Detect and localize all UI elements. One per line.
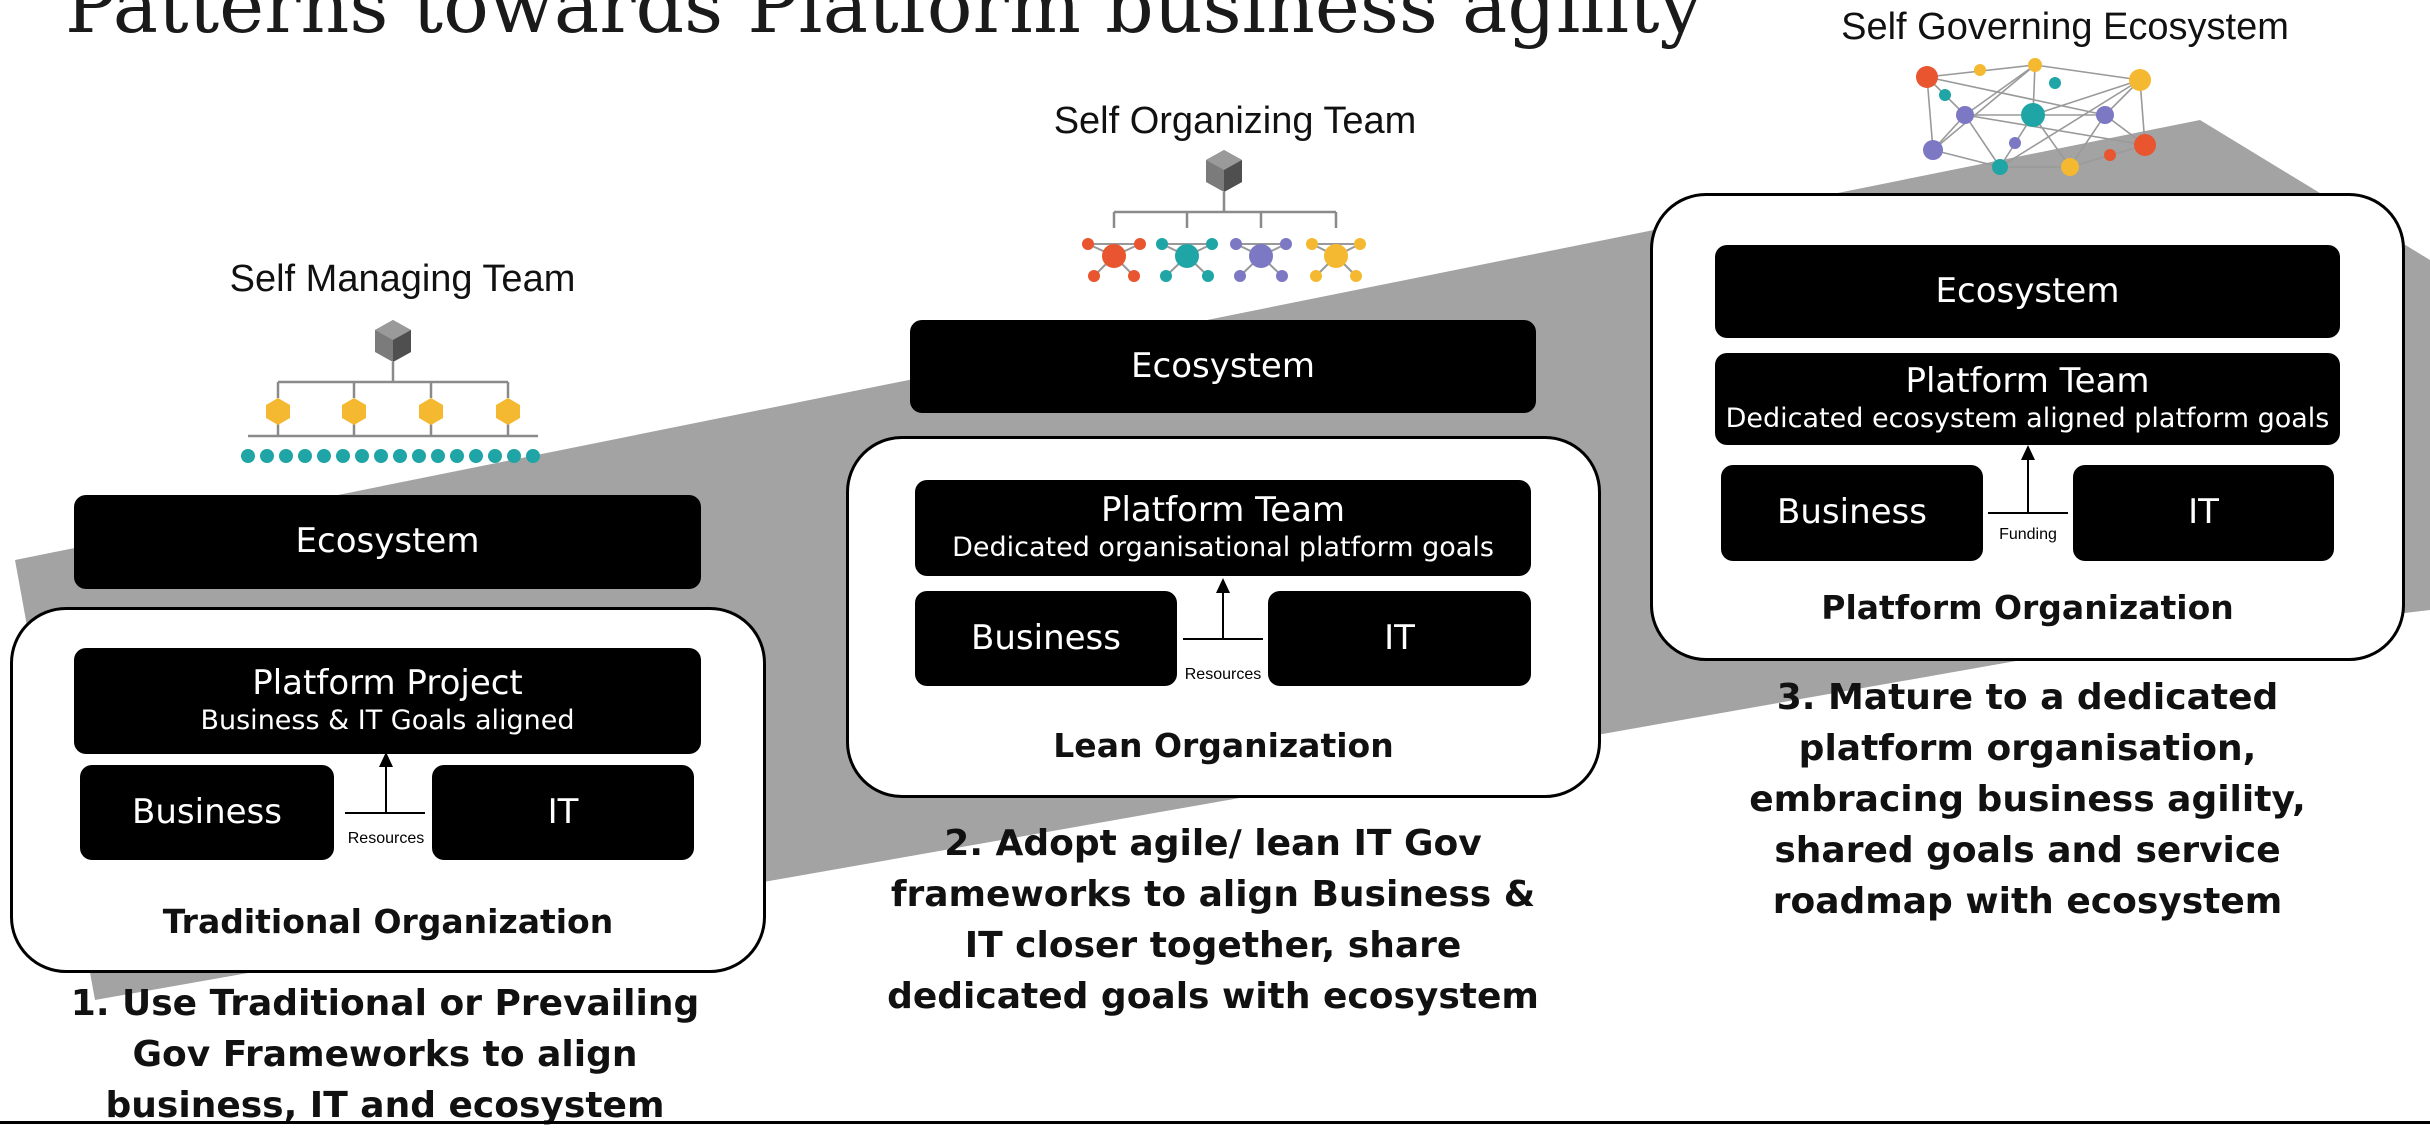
- up-arrow-icon: [379, 752, 393, 767]
- org-name: Platform Organization: [1821, 588, 2234, 627]
- ecosystem-mesh-icon: [1916, 58, 2156, 176]
- connector-line: [1988, 512, 2068, 514]
- hierarchy-tree-icon: [241, 320, 540, 463]
- connector-line: [1183, 638, 1263, 640]
- ecosystem-label: Ecosystem: [295, 521, 480, 562]
- connector-line: [345, 812, 425, 814]
- ecosystem-block: Ecosystem: [74, 495, 701, 589]
- stage-description: 3. Mature to a dedicated platform organi…: [1749, 677, 2306, 923]
- ecosystem-label: Ecosystem: [1131, 345, 1315, 386]
- stage-description: 1. Use Traditional or Prevailing Gov Fra…: [70, 983, 700, 1127]
- it-label: IT: [547, 791, 579, 832]
- business-label: Business: [132, 791, 282, 832]
- it-block: IT: [1268, 591, 1531, 686]
- ecosystem-block: Ecosystem: [1715, 245, 2340, 338]
- connector-label: Funding: [1999, 526, 2057, 543]
- connector-label: Resources: [1184, 666, 1262, 683]
- connector-stem: [1222, 590, 1224, 639]
- platform-title: Platform Project: [252, 662, 523, 703]
- platform-project-block: Platform Project Business & IT Goals ali…: [74, 648, 701, 754]
- business-label: Business: [1777, 492, 1927, 533]
- it-block: IT: [2073, 465, 2334, 561]
- platform-subtitle: Business & IT Goals aligned: [200, 705, 575, 736]
- platform-team-block: Platform Team Dedicated organisational p…: [915, 480, 1531, 576]
- platform-title: Platform Team: [1905, 360, 2150, 401]
- connector-label: Resources: [347, 830, 425, 847]
- stage-description: 2. Adopt agile/ lean IT Gov frameworks t…: [887, 823, 1539, 1018]
- network-cluster-icon: [1082, 150, 1366, 282]
- page-title: Patterns towards Platform business agili…: [65, 0, 1703, 50]
- ecosystem-block: Ecosystem: [910, 320, 1536, 413]
- bottom-divider: [0, 1121, 2430, 1124]
- org-name: Traditional Organization: [162, 902, 614, 941]
- business-label: Business: [971, 617, 1121, 658]
- team-label-self-managing: Self Managing Team: [229, 258, 576, 300]
- platform-subtitle: Dedicated organisational platform goals: [952, 532, 1494, 563]
- up-arrow-icon: [1216, 578, 1230, 593]
- business-block: Business: [1721, 465, 1983, 561]
- business-block: Business: [915, 591, 1177, 686]
- connector-stem: [2027, 458, 2029, 513]
- ecosystem-label: Ecosystem: [1935, 270, 2120, 311]
- it-label: IT: [1384, 617, 1415, 658]
- connector-stem: [385, 765, 387, 813]
- team-label-self-governing: Self Governing Ecosystem: [1841, 6, 2289, 48]
- up-arrow-icon: [2021, 445, 2035, 460]
- it-label: IT: [2188, 492, 2219, 533]
- team-label-self-organizing: Self Organizing Team: [1053, 100, 1417, 142]
- platform-team-block: Platform Team Dedicated ecosystem aligne…: [1715, 353, 2340, 445]
- it-block: IT: [432, 765, 694, 860]
- platform-subtitle: Dedicated ecosystem aligned platform goa…: [1725, 403, 2330, 434]
- org-name: Lean Organization: [1053, 726, 1394, 765]
- platform-title: Platform Team: [1100, 489, 1346, 530]
- business-block: Business: [80, 765, 334, 860]
